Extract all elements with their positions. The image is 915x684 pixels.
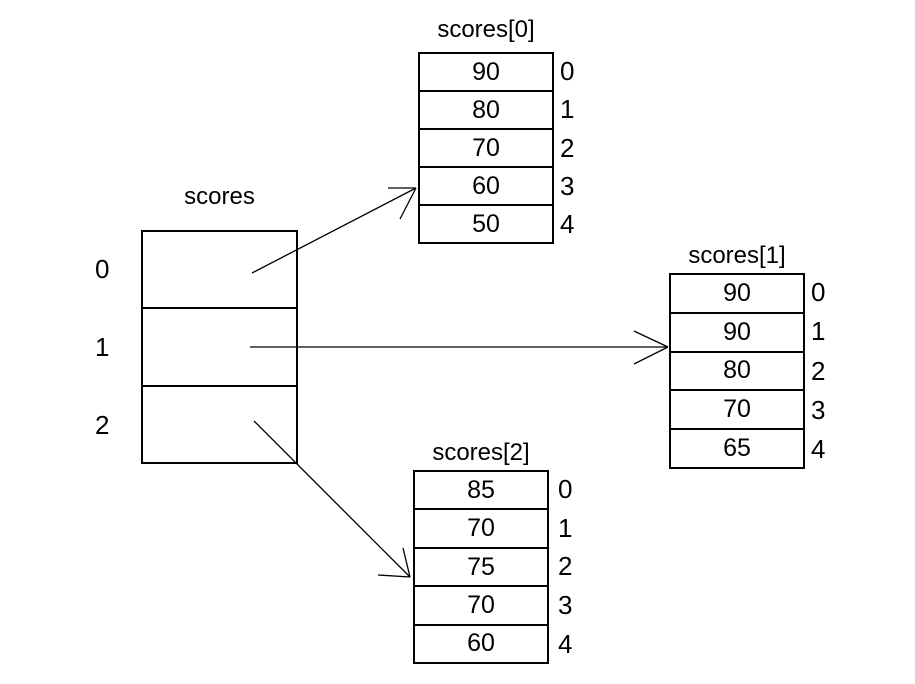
table-cell: 50 bbox=[420, 204, 552, 242]
index-label: 2 bbox=[558, 551, 573, 582]
table-scores2: 85 70 75 70 60 bbox=[413, 470, 549, 664]
pointer-array-title: scores bbox=[184, 183, 255, 210]
index-label: 3 bbox=[558, 590, 573, 621]
table-cell: 80 bbox=[420, 90, 552, 128]
index-label: 1 bbox=[560, 94, 575, 125]
table-scores2-indices: 0 1 2 3 4 bbox=[558, 470, 588, 664]
table-cell: 70 bbox=[415, 508, 547, 546]
table-cell: 65 bbox=[671, 428, 803, 467]
index-label: 0 bbox=[560, 55, 575, 86]
index-label: 0 bbox=[558, 473, 573, 504]
table-scores1: 90 90 80 70 65 bbox=[669, 273, 805, 469]
index-label: 0 bbox=[95, 253, 110, 284]
index-label: 2 bbox=[95, 409, 110, 440]
table-title-scores2: scores[2] bbox=[432, 439, 530, 466]
index-label: 2 bbox=[811, 355, 826, 386]
table-cell: 60 bbox=[415, 623, 547, 662]
index-label: 1 bbox=[811, 316, 826, 347]
table-cell: 60 bbox=[420, 166, 552, 204]
table-scores0: 90 80 70 60 50 bbox=[418, 52, 554, 244]
index-label: 3 bbox=[560, 170, 575, 201]
table-cell: 85 bbox=[467, 475, 495, 504]
index-label: 1 bbox=[95, 331, 110, 362]
pointer-array-indices: 0 1 2 bbox=[95, 230, 129, 464]
index-label: 4 bbox=[558, 629, 573, 660]
table-title-scores1: scores[1] bbox=[688, 242, 786, 269]
table-scores1-indices: 0 1 2 3 4 bbox=[811, 273, 841, 469]
pointer-cell-1 bbox=[143, 307, 296, 384]
table-cell: 90 bbox=[723, 278, 751, 307]
table-scores0-indices: 0 1 2 3 4 bbox=[560, 52, 590, 244]
table-cell: 90 bbox=[472, 57, 500, 86]
table-title-scores0: scores[0] bbox=[437, 16, 535, 43]
index-label: 1 bbox=[558, 512, 573, 543]
index-label: 3 bbox=[811, 394, 826, 425]
table-cell: 70 bbox=[420, 128, 552, 166]
table-cell: 75 bbox=[415, 546, 547, 585]
table-cell: 90 bbox=[671, 311, 803, 351]
index-label: 4 bbox=[811, 433, 826, 464]
index-label: 0 bbox=[811, 277, 826, 308]
table-cell: 70 bbox=[415, 585, 547, 623]
arrow-scores1 bbox=[250, 330, 669, 365]
pointer-array bbox=[141, 230, 298, 464]
table-cell: 70 bbox=[671, 389, 803, 428]
table-cell: 80 bbox=[671, 350, 803, 390]
pointer-cell-2 bbox=[143, 384, 296, 462]
index-label: 4 bbox=[560, 209, 575, 240]
pointer-cell-0 bbox=[143, 232, 296, 307]
index-label: 2 bbox=[560, 132, 575, 163]
